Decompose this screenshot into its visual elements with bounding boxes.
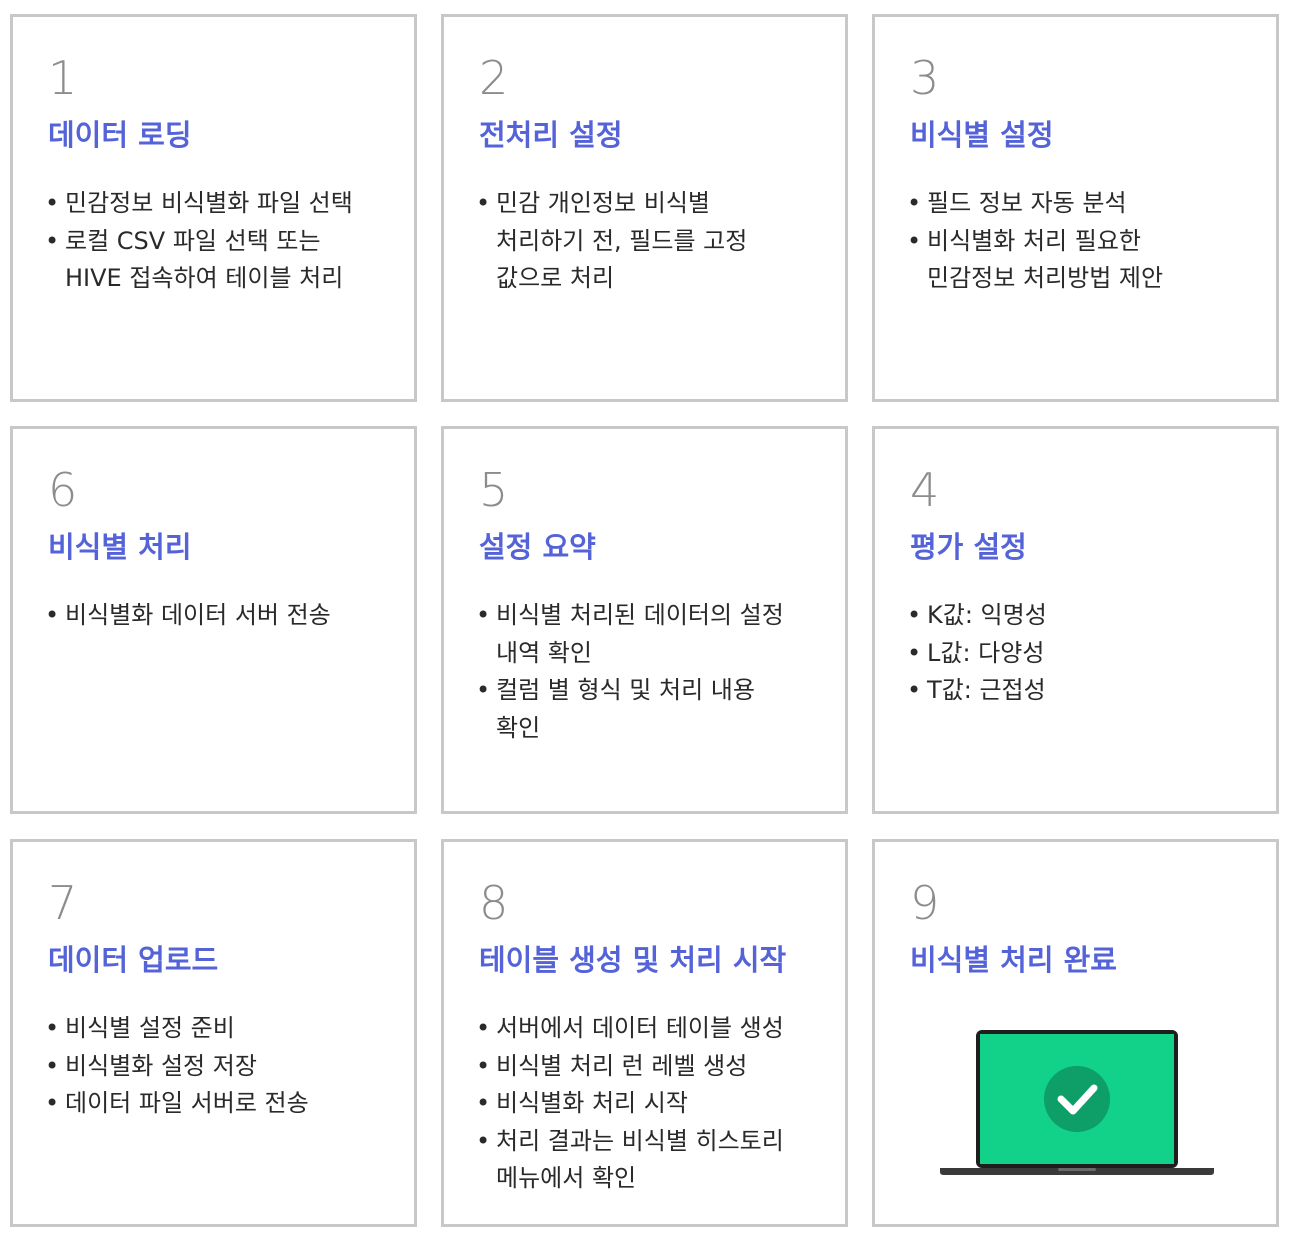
step-title: 비식별 처리 완료 <box>910 943 1117 977</box>
step-card-8: 8 테이블 생성 및 처리 시작 서버에서 데이터 테이블 생성 비식별 처리 … <box>441 839 848 1227</box>
step-title: 설정 요약 <box>479 530 596 564</box>
step-number: 6 <box>48 463 78 517</box>
bullet-item: 서버에서 데이터 테이블 생성 <box>476 1010 846 1048</box>
step-title: 비식별 처리 <box>48 530 192 564</box>
step-card-6: 6 비식별 처리 비식별화 데이터 서버 전송 <box>10 426 417 814</box>
bullet-item: 비식별 설정 준비 <box>45 1010 415 1048</box>
bullet-item: 필드 정보 자동 분석 <box>907 185 1277 223</box>
step-title: 평가 설정 <box>910 530 1027 564</box>
step-number: 2 <box>479 51 509 105</box>
step-number: 4 <box>910 463 940 517</box>
step-title: 데이터 로딩 <box>48 118 192 152</box>
step-bullet-list: 서버에서 데이터 테이블 생성 비식별 처리 런 레벨 생성 비식별화 처리 시… <box>476 1010 846 1198</box>
step-number: 5 <box>479 463 509 517</box>
bullet-item: 비식별화 처리 시작 <box>476 1085 846 1123</box>
bullet-item: 데이터 파일 서버로 전송 <box>45 1085 415 1123</box>
bullet-item: 비식별화 데이터 서버 전송 <box>45 597 415 635</box>
step-title: 테이블 생성 및 처리 시작 <box>479 943 787 977</box>
step-title: 전처리 설정 <box>479 118 623 152</box>
step-card-4: 4 평가 설정 K값: 익명성 L값: 다양성 T값: 근접성 <box>872 426 1279 814</box>
step-card-9: 9 비식별 처리 완료 <box>872 839 1279 1227</box>
step-bullet-list: 비식별화 데이터 서버 전송 <box>45 597 415 635</box>
bullet-item: L값: 다양성 <box>907 635 1277 673</box>
bullet-item: T값: 근접성 <box>907 672 1277 710</box>
step-number: 1 <box>48 51 78 105</box>
laptop-checkmark-icon <box>938 1030 1216 1184</box>
step-number: 3 <box>910 51 940 105</box>
step-number: 7 <box>48 876 78 930</box>
step-number: 9 <box>910 876 940 930</box>
step-title: 비식별 설정 <box>910 118 1054 152</box>
step-card-1: 1 데이터 로딩 민감정보 비식별화 파일 선택 로컬 CSV 파일 선택 또는… <box>10 14 417 402</box>
bullet-item: K값: 익명성 <box>907 597 1277 635</box>
step-number: 8 <box>479 876 509 930</box>
step-bullet-list: 비식별 설정 준비 비식별화 설정 저장 데이터 파일 서버로 전송 <box>45 1010 415 1123</box>
step-title: 데이터 업로드 <box>48 943 219 977</box>
bullet-item: 비식별 처리 런 레벨 생성 <box>476 1048 846 1086</box>
step-card-7: 7 데이터 업로드 비식별 설정 준비 비식별화 설정 저장 데이터 파일 서버… <box>10 839 417 1227</box>
bullet-item: 비식별화 설정 저장 <box>45 1048 415 1086</box>
step-bullet-list: K값: 익명성 L값: 다양성 T값: 근접성 <box>907 597 1277 710</box>
bullet-item: 민감정보 비식별화 파일 선택 <box>45 185 415 223</box>
